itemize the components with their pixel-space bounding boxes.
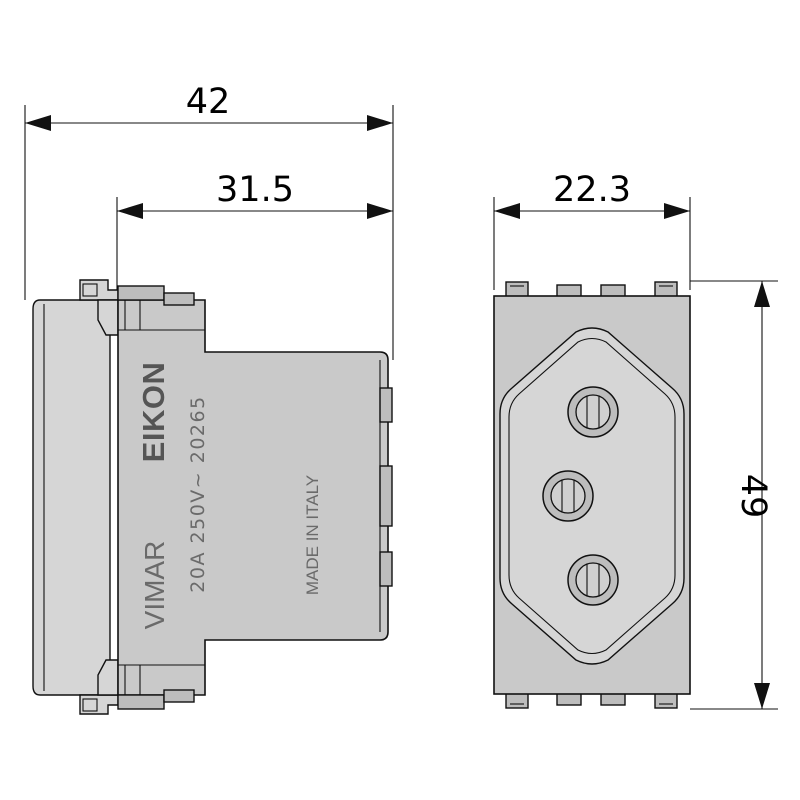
- bottom-clip-slot: [82, 698, 98, 712]
- side-view: EIKON VIMAR 20A 250V~ 20265 MADE IN ITAL…: [32, 279, 393, 715]
- dimension-label-height: 49: [733, 474, 773, 519]
- hole-inner: [575, 562, 611, 598]
- dimension-height: 49: [690, 280, 778, 710]
- top-clip-hook: [97, 299, 119, 336]
- origin-mark: MADE IN ITALY: [303, 475, 322, 595]
- arrow-top: [754, 281, 770, 307]
- socket-hole-bottom: [567, 554, 619, 606]
- arrow-right: [367, 115, 393, 131]
- terminal-bump: [379, 465, 393, 527]
- terminal-bump: [379, 551, 393, 587]
- socket-recess-inner: [508, 337, 676, 655]
- front-frame: [32, 299, 111, 696]
- top-clip: [79, 279, 119, 301]
- series-mark: EIKON: [136, 362, 171, 463]
- dimension-label-total-depth: 42: [186, 82, 231, 122]
- rating-mark: 20A 250V~ 20265: [187, 395, 209, 592]
- front-view: [493, 281, 691, 709]
- hole-inner: [575, 394, 611, 430]
- brand-mark: VIMAR: [139, 541, 170, 630]
- lower-tab: [117, 694, 165, 710]
- dimension-body-depth: 31.5: [116, 170, 393, 300]
- lower-tab-step: [163, 689, 195, 703]
- arrow-left: [25, 115, 51, 131]
- upper-tab-step: [163, 292, 195, 306]
- dimension-label-body-depth: 31.5: [216, 170, 294, 210]
- arrow-right: [367, 203, 393, 219]
- socket-hole-top: [567, 386, 619, 438]
- bottom-clip-hook: [97, 659, 119, 696]
- arrow-left: [117, 203, 143, 219]
- terminal-bump: [379, 387, 393, 423]
- dimension-width: 22.3: [493, 170, 691, 290]
- arrow-bottom: [754, 683, 770, 709]
- hole-inner: [550, 478, 586, 514]
- dimension-total-depth: 42: [24, 82, 394, 360]
- socket-hole-center: [542, 470, 594, 522]
- top-clip-slot: [82, 283, 98, 297]
- upper-tab: [117, 285, 165, 301]
- module-body: [117, 299, 389, 696]
- arrow-left: [494, 203, 520, 219]
- dimension-label-width: 22.3: [553, 170, 631, 210]
- arrow-right: [664, 203, 690, 219]
